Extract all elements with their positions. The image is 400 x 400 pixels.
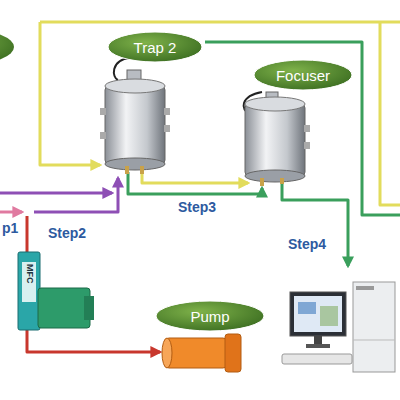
device-label: MFC bbox=[25, 264, 35, 284]
flow-lines bbox=[0, 22, 400, 352]
ellipse-outline bbox=[108, 32, 202, 62]
cut-ellipse bbox=[0, 30, 14, 64]
step-label: p1 bbox=[2, 220, 18, 236]
mfc-device bbox=[18, 252, 94, 330]
trap-cylinder bbox=[100, 58, 170, 174]
step-label: Step2 bbox=[48, 225, 86, 241]
label-ellipse: Pump bbox=[155, 300, 265, 332]
label-ellipse: Focuser bbox=[253, 59, 353, 91]
ellipse-label: Pump bbox=[190, 308, 229, 325]
step-label: Step4 bbox=[288, 236, 326, 252]
pump-body bbox=[162, 334, 241, 372]
ellipse-outline bbox=[254, 60, 352, 90]
focuser-cylinder bbox=[244, 92, 310, 186]
label-ellipse: Trap 2 bbox=[107, 31, 203, 63]
ellipse-label: Focuser bbox=[276, 67, 330, 84]
ellipse-outline bbox=[156, 301, 264, 331]
ellipse-label: Trap 2 bbox=[134, 39, 177, 56]
step-label: Step3 bbox=[178, 199, 216, 215]
computer-gc bbox=[282, 282, 395, 372]
